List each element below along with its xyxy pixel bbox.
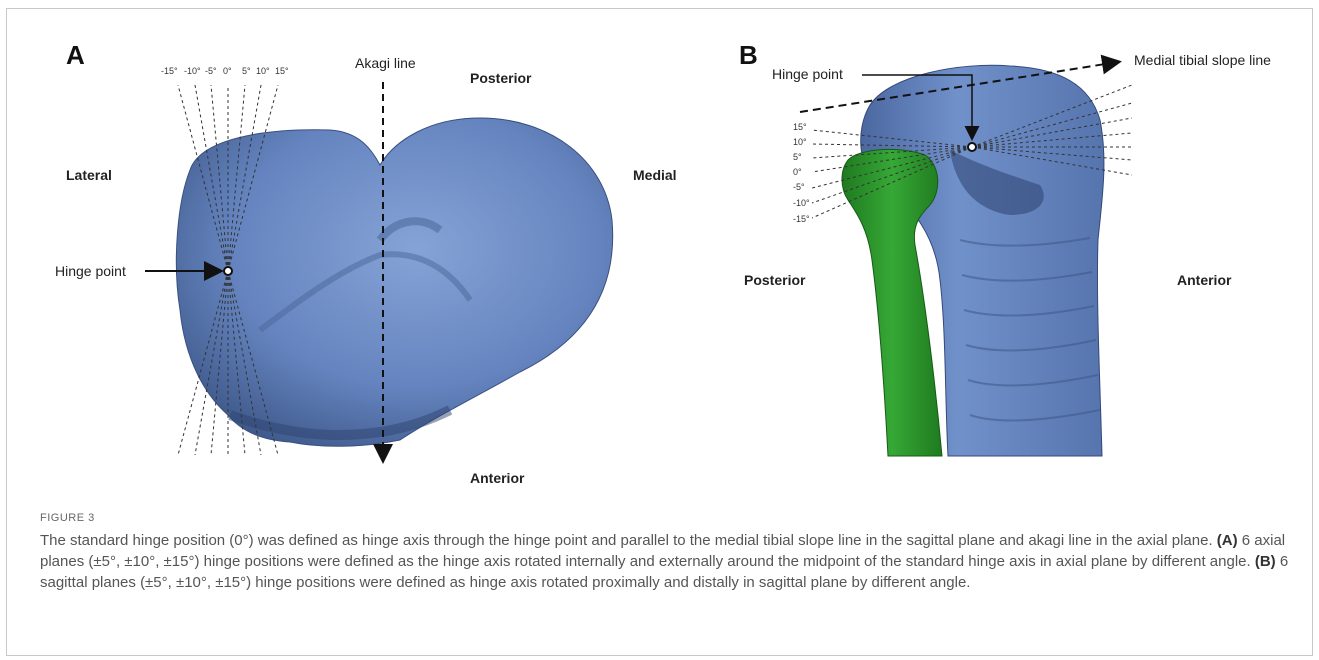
axial-angle-label: 10° [256, 66, 270, 76]
caption-sentence-1: The standard hinge position (0°) was def… [40, 532, 1213, 549]
figure-caption: FIGURE 3 The standard hinge position (0°… [40, 512, 1290, 593]
sagittal-angle-label: 5° [793, 152, 802, 162]
panel-a-posterior-label: Posterior [470, 70, 531, 86]
caption-tag-b: (B) [1255, 553, 1276, 570]
sagittal-angle-label: 15° [793, 122, 807, 132]
caption-text: The standard hinge position (0°) was def… [40, 530, 1290, 593]
caption-tag-a: (A) [1217, 532, 1238, 549]
hinge-point-marker-a [224, 267, 232, 275]
axial-angle-label: -10° [184, 66, 201, 76]
sagittal-angle-label: 0° [793, 167, 802, 177]
figure-illustration [0, 0, 1319, 510]
panel-a-label: A [66, 40, 85, 71]
panel-b-label: B [739, 40, 758, 71]
panel-b-illustration [800, 62, 1132, 456]
axial-angle-label: -5° [205, 66, 217, 76]
panel-a-illustration [145, 82, 613, 460]
sagittal-angle-label: -15° [793, 214, 810, 224]
axial-angle-label: 5° [242, 66, 251, 76]
caption-title: FIGURE 3 [40, 512, 1290, 524]
lateral-label: Lateral [66, 167, 112, 183]
fibula-sagittal [842, 149, 942, 456]
tibial-plateau-axial [176, 118, 612, 446]
axial-angle-label: -15° [161, 66, 178, 76]
medial-label: Medial [633, 167, 677, 183]
sagittal-angle-label: -10° [793, 198, 810, 208]
panel-b-posterior-label: Posterior [744, 272, 805, 288]
panel-b-anterior-label: Anterior [1177, 272, 1231, 288]
hinge-point-label-a: Hinge point [55, 263, 126, 279]
akagi-line-label: Akagi line [355, 55, 416, 71]
panel-a-anterior-label: Anterior [470, 470, 524, 486]
sagittal-angle-label: -5° [793, 182, 805, 192]
hinge-point-marker-b [968, 143, 976, 151]
axial-angle-label: 0° [223, 66, 232, 76]
sagittal-angle-label: 10° [793, 137, 807, 147]
axial-angle-label: 15° [275, 66, 289, 76]
hinge-point-label-b: Hinge point [772, 66, 843, 82]
medial-tibial-slope-label: Medial tibial slope line [1134, 52, 1271, 68]
